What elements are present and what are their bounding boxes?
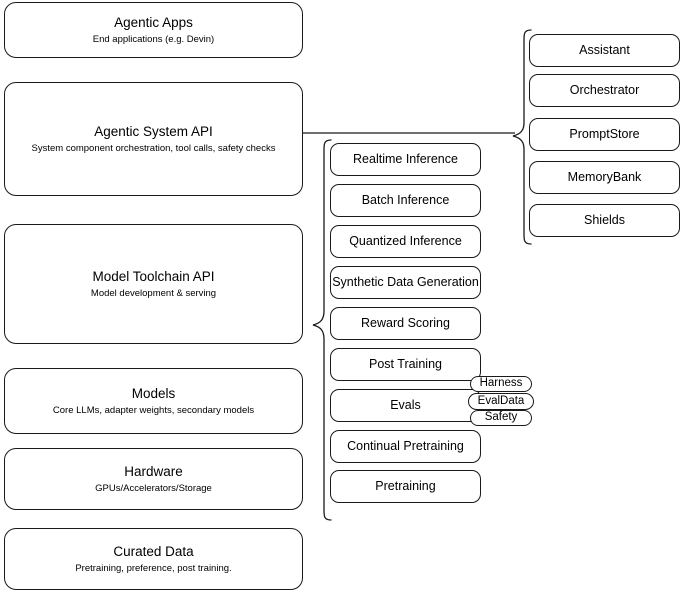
toolchain-box-continual-pretraining[interactable]: Continual Pretraining	[330, 430, 481, 463]
toolchain-box-quantized-inference[interactable]: Quantized Inference	[330, 225, 481, 258]
toolchain-label: Continual Pretraining	[347, 439, 464, 453]
connector-system-api-to-components	[303, 126, 515, 140]
toolchain-label: Realtime Inference	[353, 152, 458, 166]
layer-title: Agentic System API	[94, 123, 213, 139]
toolchain-label: Post Training	[369, 357, 442, 371]
layer-box-curated-data[interactable]: Curated Data Pretraining, preference, po…	[4, 528, 303, 590]
toolchain-box-pretraining[interactable]: Pretraining	[330, 470, 481, 503]
eval-badge-evaldata[interactable]: EvalData	[468, 393, 534, 410]
eval-badge-safety[interactable]: Safety	[470, 410, 532, 426]
layer-subtitle: System component orchestration, tool cal…	[31, 142, 276, 154]
system-component-label: MemoryBank	[567, 170, 642, 184]
toolchain-box-post-training[interactable]: Post Training	[330, 348, 481, 381]
layer-box-agentic-apps[interactable]: Agentic Apps End applications (e.g. Devi…	[4, 2, 303, 58]
system-component-box-shields[interactable]: Shields	[529, 204, 680, 237]
layer-subtitle: End applications (e.g. Devin)	[92, 33, 215, 45]
system-component-box-memorybank[interactable]: MemoryBank	[529, 161, 680, 194]
system-component-box-promptstore[interactable]: PromptStore	[529, 118, 680, 151]
layer-subtitle: GPUs/Accelerators/Storage	[95, 482, 212, 494]
layer-subtitle: Pretraining, preference, post training.	[75, 562, 232, 574]
layer-title: Models	[131, 385, 176, 401]
system-component-label: Orchestrator	[569, 83, 640, 97]
layer-title: Hardware	[124, 463, 183, 479]
layer-subtitle: Core LLMs, adapter weights, secondary mo…	[52, 404, 255, 416]
toolchain-label: Synthetic Data Generation	[332, 275, 479, 289]
brace-system-components	[511, 28, 533, 246]
layer-box-models[interactable]: Models Core LLMs, adapter weights, secon…	[4, 368, 303, 434]
layer-title: Agentic Apps	[114, 14, 193, 30]
toolchain-box-batch-inference[interactable]: Batch Inference	[330, 184, 481, 217]
system-component-box-assistant[interactable]: Assistant	[529, 34, 680, 67]
layer-box-hardware[interactable]: Hardware GPUs/Accelerators/Storage	[4, 448, 303, 510]
toolchain-box-realtime-inference[interactable]: Realtime Inference	[330, 143, 481, 176]
layer-title: Curated Data	[113, 543, 194, 559]
brace-toolchain	[311, 138, 333, 522]
toolchain-label: Evals	[390, 398, 421, 412]
layer-box-model-toolchain-api[interactable]: Model Toolchain API Model development & …	[4, 224, 303, 344]
eval-badge-harness[interactable]: Harness	[470, 376, 532, 392]
toolchain-box-evals[interactable]: Evals	[330, 389, 481, 422]
toolchain-label: Batch Inference	[361, 193, 450, 207]
layer-subtitle: Model development & serving	[90, 287, 217, 299]
system-component-label: PromptStore	[569, 127, 640, 141]
system-component-label: Assistant	[579, 43, 630, 57]
toolchain-box-synthetic-data-generation[interactable]: Synthetic Data Generation	[330, 266, 481, 299]
toolchain-label: Quantized Inference	[349, 234, 462, 248]
system-component-label: Shields	[584, 213, 625, 227]
layer-box-agentic-system-api[interactable]: Agentic System API System component orch…	[4, 82, 303, 196]
toolchain-box-reward-scoring[interactable]: Reward Scoring	[330, 307, 481, 340]
system-component-box-orchestrator[interactable]: Orchestrator	[529, 74, 680, 107]
toolchain-label: Pretraining	[375, 479, 436, 493]
layer-title: Model Toolchain API	[92, 268, 215, 284]
toolchain-label: Reward Scoring	[361, 316, 450, 330]
